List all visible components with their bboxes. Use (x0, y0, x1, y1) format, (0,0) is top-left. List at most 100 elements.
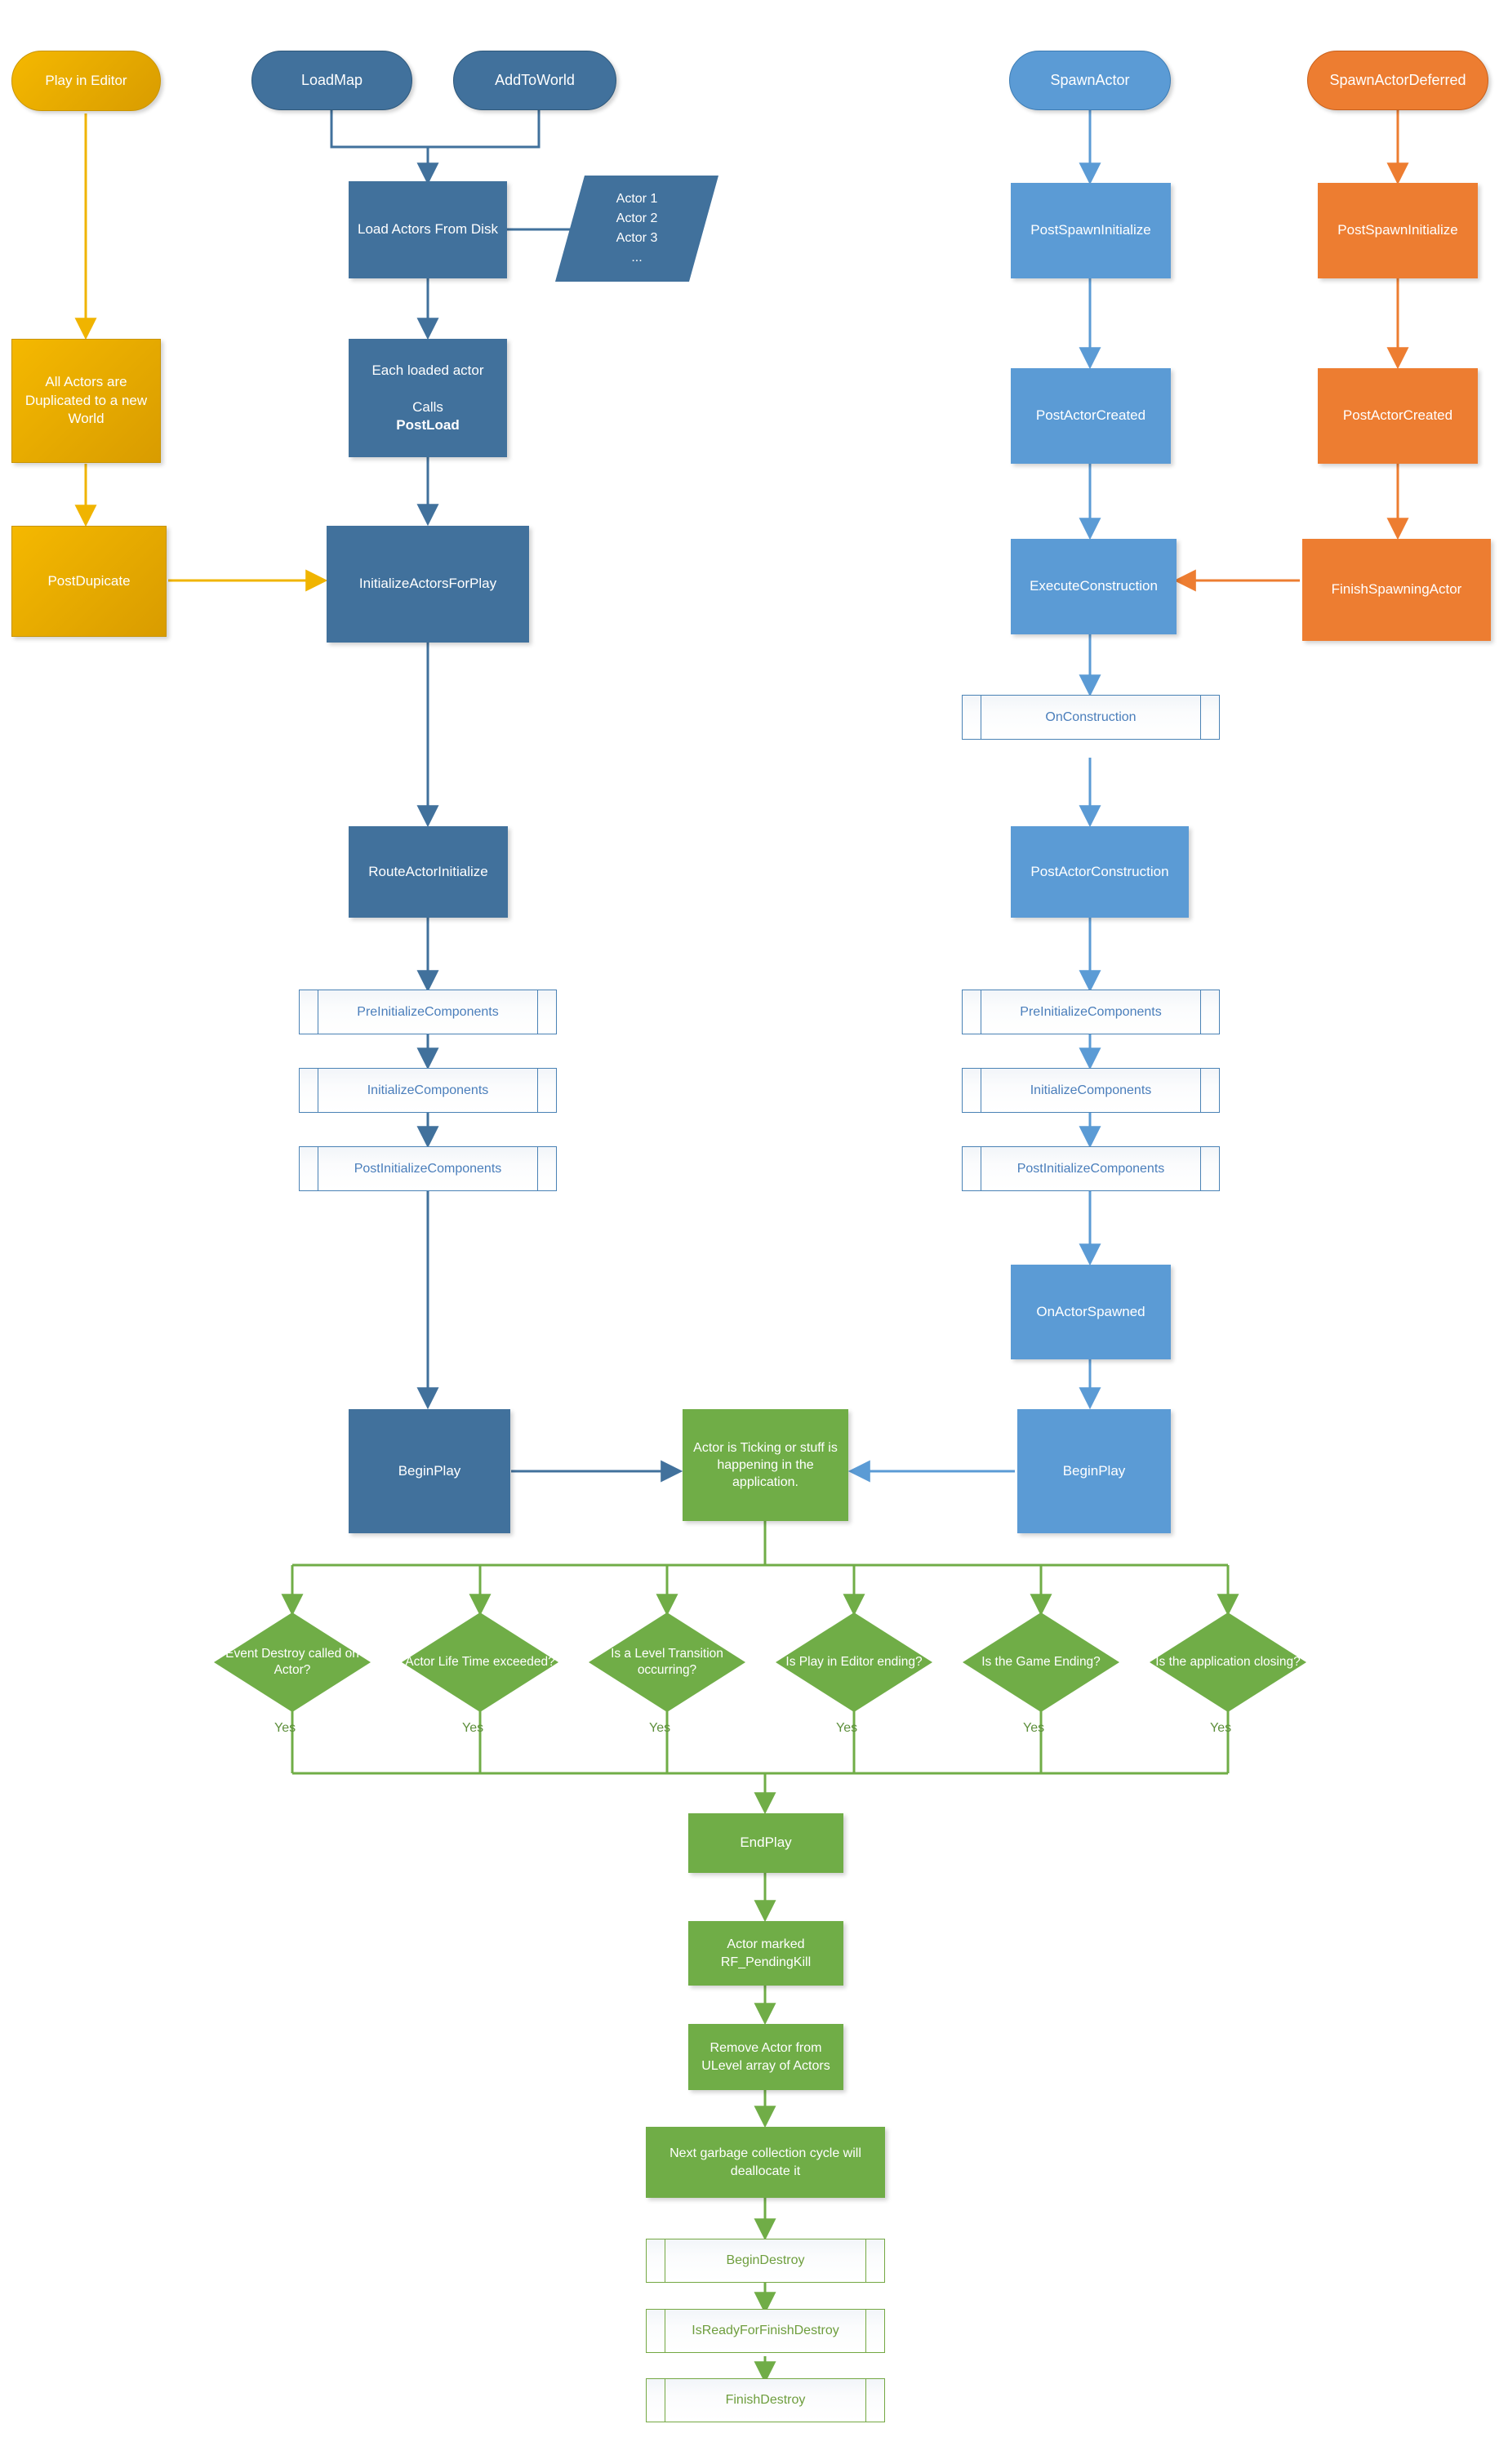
predefined-bar-right (537, 990, 538, 1034)
node-post-actor-created-spawn[interactable]: PostActorCreated (1011, 368, 1171, 464)
node-label: PostActorCreated (1035, 407, 1146, 424)
node-label: Actor marked RF_PendingKill (720, 1937, 812, 1969)
predefined-bar-right (1200, 1147, 1201, 1190)
node-post-actor-construction[interactable]: PostActorConstruction (1011, 826, 1189, 918)
node-label: InitializeActorsForPlay (358, 576, 497, 592)
predefined-bar-right (865, 2310, 866, 2352)
actor-list-labels: Actor 1 Actor 2 Actor 3 ... (555, 176, 718, 282)
predefined-bar-right (865, 2239, 866, 2282)
decision-answer-4: Yes (1023, 1721, 1045, 1735)
node-spawnactor[interactable]: SpawnActor (1009, 51, 1171, 110)
parallelogram-shape (555, 176, 718, 282)
decision-label: Is a Level Transition occurring? (611, 1646, 723, 1677)
node-label: ExecuteConstruction (1030, 578, 1158, 594)
decision-label: Is Play in Editor ending? (785, 1654, 923, 1669)
node-label: EndPlay (740, 1835, 792, 1851)
node-label: RouteActorInitialize (368, 863, 488, 879)
decision-event-destroy[interactable]: Event Destroy called on Actor? (214, 1612, 371, 1712)
node-addtoworld[interactable]: AddToWorld (453, 51, 616, 110)
predefined-bar-right (1200, 1069, 1201, 1112)
decision-game-ending[interactable]: Is the Game Ending? (963, 1612, 1119, 1712)
node-label: OnActorSpawned (1036, 1303, 1145, 1319)
node-post-initialize-components-load[interactable]: PostInitializeComponents (299, 1146, 557, 1191)
node-label: InitializeComponents (367, 1083, 489, 1097)
decision-level-transition[interactable]: Is a Level Transition occurring? (589, 1612, 745, 1712)
decision-actor-life-time[interactable]: Actor Life Time exceeded? (402, 1612, 558, 1712)
node-initialize-actors-for-play[interactable]: InitializeActorsForPlay (327, 526, 529, 643)
node-garbage-collection[interactable]: Next garbage collection cycle will deall… (646, 2127, 885, 2198)
decision-label: Is the Game Ending? (981, 1654, 1101, 1669)
node-post-spawn-initialize-spawn[interactable]: PostSpawnInitialize (1011, 183, 1171, 278)
node-label: All Actors are Duplicated to a new World (24, 374, 148, 427)
node-label: PreInitializeComponents (1020, 1004, 1162, 1019)
decision-answer-2: Yes (649, 1721, 671, 1735)
decision-play-in-editor-ending[interactable]: Is Play in Editor ending? (776, 1612, 932, 1712)
node-load-actors-from-disk[interactable]: Load Actors From Disk (349, 181, 507, 278)
node-pre-initialize-components-load[interactable]: PreInitializeComponents (299, 990, 557, 1034)
actor-1-label: Actor 1 (616, 192, 658, 206)
decision-label: Is the application closing? (1155, 1654, 1301, 1669)
node-label: PostInitializeComponents (354, 1161, 502, 1176)
node-loadmap[interactable]: LoadMap (251, 51, 412, 110)
node-remove-from-ulevel[interactable]: Remove Actor from ULevel array of Actors (688, 2024, 843, 2090)
node-each-loaded-actor-calls-postload[interactable]: Each loaded actor Calls PostLoad (349, 339, 507, 457)
node-actor-is-ticking[interactable]: Actor is Ticking or stuff is happening i… (683, 1409, 848, 1521)
decision-answer-3: Yes (836, 1721, 858, 1735)
node-initialize-components-spawn[interactable]: InitializeComponents (962, 1068, 1220, 1113)
node-label: Each loaded actor Calls PostLoad (362, 362, 493, 435)
node-begin-destroy[interactable]: BeginDestroy (646, 2239, 885, 2283)
node-on-construction[interactable]: OnConstruction (962, 695, 1220, 740)
decision-label: Event Destroy called on Actor? (225, 1646, 359, 1677)
node-label: Play in Editor (45, 72, 127, 88)
node-label: Actor is Ticking or stuff is happening i… (693, 1440, 838, 1490)
node-initialize-components-load[interactable]: InitializeComponents (299, 1068, 557, 1113)
node-label: OnConstruction (1045, 709, 1137, 724)
node-on-actor-spawned[interactable]: OnActorSpawned (1011, 1265, 1171, 1359)
node-label: Remove Actor from ULevel array of Actors (701, 2041, 830, 2073)
node-label: PostActorCreated (1342, 407, 1453, 424)
node-is-ready-for-finish-destroy[interactable]: IsReadyForFinishDestroy (646, 2309, 885, 2353)
node-label: PostActorConstruction (1030, 863, 1169, 879)
node-post-initialize-components-spawn[interactable]: PostInitializeComponents (962, 1146, 1220, 1191)
actor-3-label: Actor 3 (616, 231, 658, 245)
node-route-actor-initialize[interactable]: RouteActorInitialize (349, 826, 508, 918)
predefined-bar-right (537, 1147, 538, 1190)
decision-answer-5: Yes (1210, 1721, 1232, 1735)
node-actor-list-input[interactable]: Actor 1 Actor 2 Actor 3 ... (555, 176, 718, 282)
postload-line1: Each loaded actor (371, 362, 484, 378)
node-pre-initialize-components-spawn[interactable]: PreInitializeComponents (962, 990, 1220, 1034)
node-post-duplicate[interactable]: PostDupicate (11, 526, 167, 637)
decision-application-closing[interactable]: Is the application closing? (1150, 1612, 1306, 1712)
node-spawnactordeferred[interactable]: SpawnActorDeferred (1307, 51, 1488, 110)
actor-ellipsis-label: ... (631, 251, 643, 265)
actor-2-label: Actor 2 (616, 211, 658, 225)
node-label: SpawnActorDeferred (1329, 71, 1466, 88)
node-label: PostDupicate (47, 572, 131, 589)
node-execute-construction[interactable]: ExecuteConstruction (1011, 539, 1177, 634)
node-post-actor-created-deferred[interactable]: PostActorCreated (1318, 368, 1478, 464)
node-label: Load Actors From Disk (358, 221, 498, 238)
node-label: BeginPlay (1062, 1462, 1126, 1479)
node-label: PreInitializeComponents (357, 1004, 499, 1019)
node-play-in-editor[interactable]: Play in Editor (11, 51, 161, 111)
node-label: IsReadyForFinishDestroy (692, 2324, 839, 2338)
node-finish-spawning-actor[interactable]: FinishSpawningActor (1302, 539, 1491, 641)
decision-label: Actor Life Time exceeded? (405, 1654, 555, 1669)
node-begin-play-spawn[interactable]: BeginPlay (1017, 1409, 1171, 1533)
node-end-play[interactable]: EndPlay (688, 1813, 843, 1873)
predefined-bar-right (1200, 990, 1201, 1034)
node-finish-destroy[interactable]: FinishDestroy (646, 2378, 885, 2422)
node-label: InitializeComponents (1030, 1083, 1152, 1097)
node-label: PostSpawnInitialize (1030, 222, 1151, 238)
node-label: BeginPlay (398, 1462, 461, 1479)
decision-answer-0: Yes (274, 1721, 296, 1735)
node-actor-marked-pending-kill[interactable]: Actor marked RF_PendingKill (688, 1921, 843, 1986)
node-label: FinishSpawningActor (1331, 581, 1462, 598)
node-post-spawn-initialize-deferred[interactable]: PostSpawnInitialize (1318, 183, 1478, 278)
node-label: Next garbage collection cycle will deall… (669, 2146, 861, 2178)
node-begin-play-load[interactable]: BeginPlay (349, 1409, 510, 1533)
node-all-actors-duplicated[interactable]: All Actors are Duplicated to a new World (11, 339, 161, 463)
postload-bold: PostLoad (396, 416, 460, 433)
